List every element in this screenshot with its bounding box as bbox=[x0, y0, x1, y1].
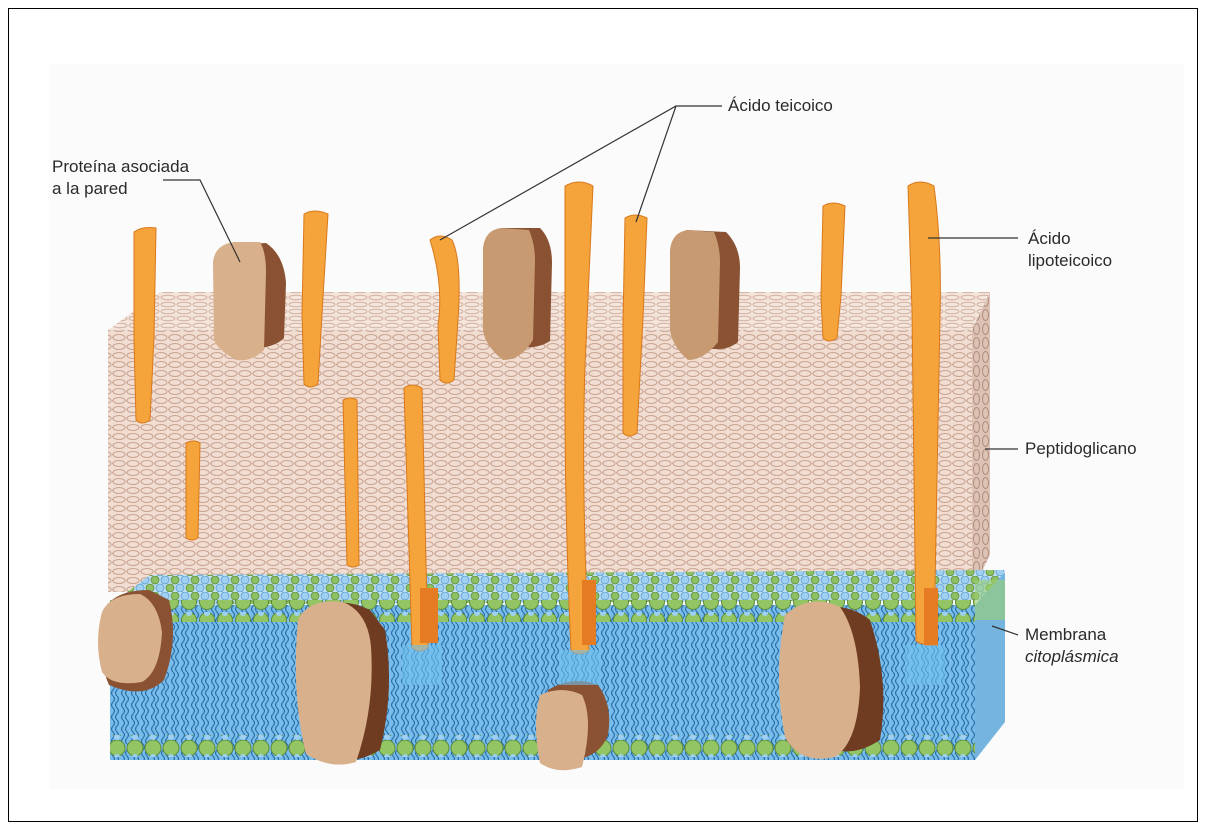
teichoic-rod-6 bbox=[186, 441, 200, 540]
membrane-protein-4 bbox=[779, 602, 883, 759]
membrane-protein-1 bbox=[98, 590, 173, 691]
wall-protein-3 bbox=[670, 230, 740, 360]
wall-protein-2 bbox=[483, 228, 552, 360]
membrane-protein-2 bbox=[296, 601, 389, 764]
label-membrane-line2-text: citoplásmica bbox=[1025, 647, 1119, 666]
label-wall-protein: Proteína asociada a la pared bbox=[52, 156, 189, 200]
label-membrane: Membrana citoplásmica bbox=[1025, 624, 1119, 668]
label-wall-protein-line1: Proteína asociada bbox=[52, 156, 189, 178]
label-membrane-line1: Membrana bbox=[1025, 624, 1119, 646]
label-peptidoglycan: Peptidoglicano bbox=[1025, 438, 1137, 460]
label-lipoteichoic-line2: lipoteicoico bbox=[1028, 250, 1112, 272]
label-teichoic-acid: Ácido teicoico bbox=[728, 95, 833, 117]
label-wall-protein-line2: a la pared bbox=[52, 178, 189, 200]
label-lipoteichoic-line1: Ácido bbox=[1028, 228, 1112, 250]
label-lipoteichoic-acid: Ácido lipoteicoico bbox=[1028, 228, 1112, 272]
label-membrane-line2: citoplásmica bbox=[1025, 646, 1119, 668]
wall-protein-1 bbox=[213, 242, 286, 360]
